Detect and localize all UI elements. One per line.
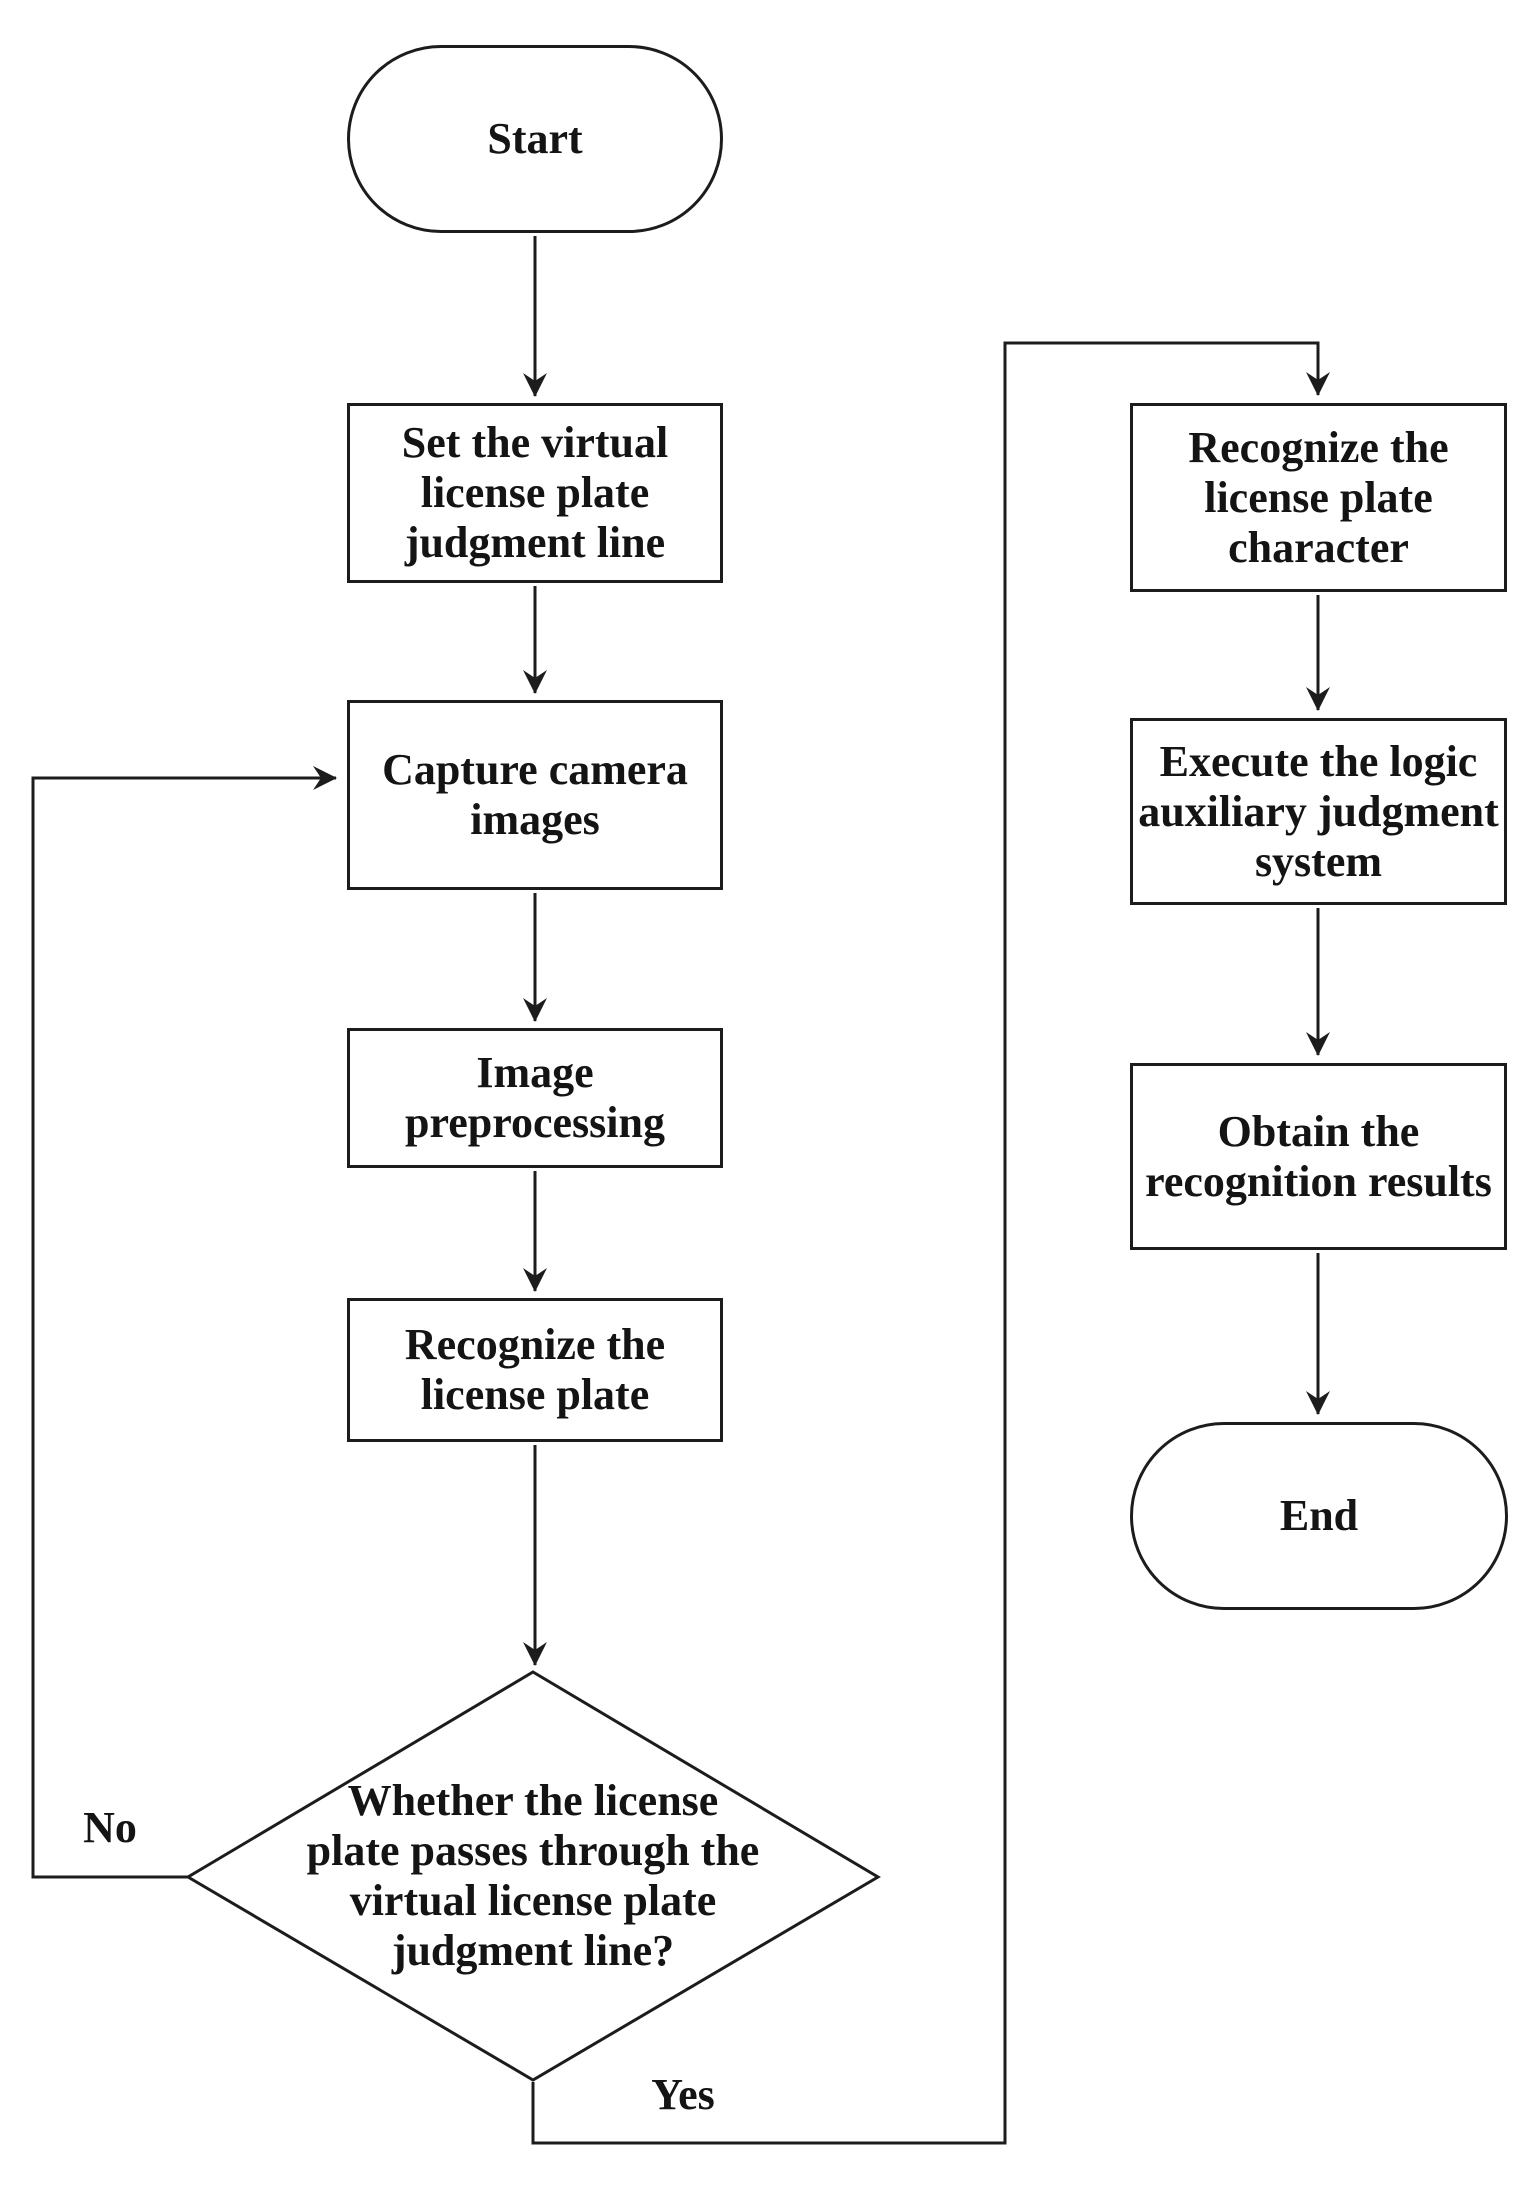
node-recognize-license-plate-character-label: Recognize the license plate character: [1188, 422, 1449, 572]
node-recognize-license-plate-character: Recognize the license plate character: [1130, 403, 1507, 592]
node-license-plate-pass-decision-label: Whether the license plate passes through…: [306, 1776, 760, 1975]
node-execute-logic-auxiliary-judgment: Execute the logic auxiliary judgment sys…: [1130, 718, 1507, 905]
edge-label-yes: Yes: [651, 2070, 715, 2119]
node-obtain-recognition-results-label: Obtain the recognition results: [1145, 1106, 1492, 1206]
node-recognize-license-plate-label: Recognize the license plate: [404, 1320, 666, 1419]
node-recognize-license-plate: Recognize the license plate: [347, 1298, 723, 1442]
edge-label-no: No: [83, 1803, 137, 1852]
node-execute-logic-auxiliary-judgment-label: Execute the logic auxiliary judgment sys…: [1138, 736, 1499, 886]
node-image-preprocessing: Image preprocessing: [347, 1028, 723, 1168]
node-image-preprocessing-label: Image preprocessing: [405, 1048, 665, 1147]
node-set-virtual-judgment-line: Set the virtual license plate judgment l…: [347, 403, 723, 583]
node-capture-camera-images-label: Capture camera images: [382, 745, 688, 844]
node-start: Start: [347, 45, 723, 233]
edge-decision-yes-path: [531, 341, 1330, 2145]
node-capture-camera-images: Capture camera images: [347, 700, 723, 890]
node-end-label: End: [1279, 1491, 1359, 1540]
node-end: End: [1130, 1422, 1508, 1610]
decision-diamond-shape: [185, 1670, 881, 2082]
node-set-virtual-judgment-line-label: Set the virtual license plate judgment l…: [401, 418, 669, 567]
node-license-plate-pass-decision: Whether the license plate passes through…: [273, 1702, 793, 2050]
node-obtain-recognition-results: Obtain the recognition results: [1130, 1063, 1507, 1250]
edge-decision-no-loop: [31, 766, 337, 1879]
node-start-label: Start: [487, 114, 583, 163]
